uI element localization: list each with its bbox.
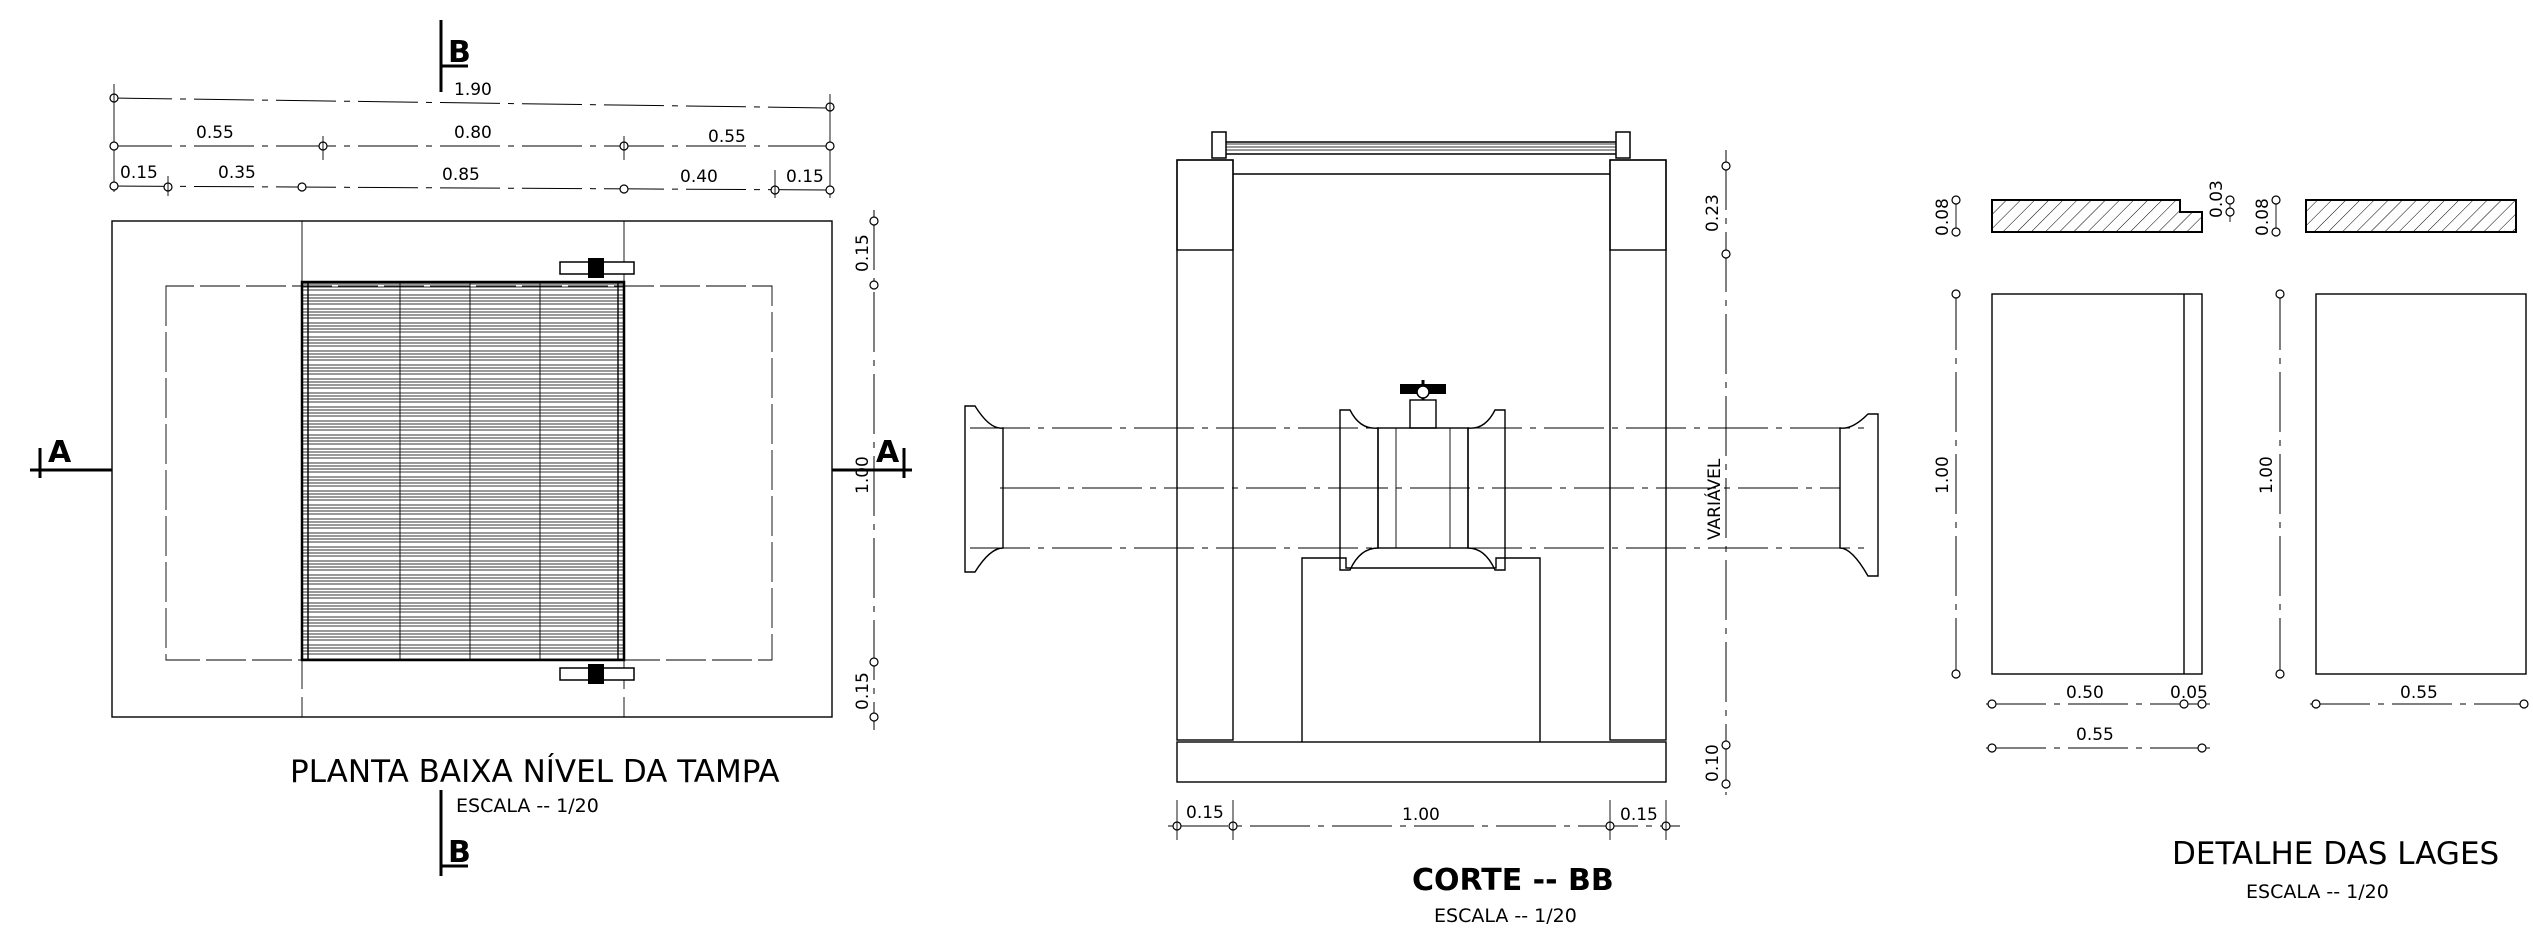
detail-scale: ESCALA -- 1/20 [2246,881,2389,903]
dim-right-mid: 1.00 [853,456,873,494]
dim-slab1-w2: 0.05 [2170,683,2208,703]
hinge-top [559,258,635,278]
plan-title: PLANTA BAIXA NÍVEL DA TAMPA [290,754,780,790]
section-a-left-label: A [48,435,72,470]
dim-total-width: 1.90 [454,80,492,100]
dim-row3-d: 0.40 [680,167,718,187]
plan-right-dimensions: 0.15 1.00 0.15 [853,210,879,730]
dim-slab2-notch: 0.03 [2207,180,2227,218]
gate-valve [1339,380,1506,571]
section-right-dimensions: 0.23 VARIÁVEL 0.10 [1703,150,1731,795]
dim-slab1-total: 0.55 [2076,725,2114,745]
dim-section-mid: 1.00 [1402,805,1440,825]
dim-row2-a: 0.55 [196,123,234,143]
dim-slab1-w1: 0.50 [2066,683,2104,703]
valve-support-block [1301,557,1541,742]
dim-slab2-thick: 0.08 [2253,198,2273,236]
dim-section-left: 0.15 [1186,803,1224,823]
section-title: CORTE -- BB [1412,863,1614,898]
section-scale: ESCALA -- 1/20 [1434,905,1577,927]
dim-row3-c: 0.85 [442,165,480,185]
slab-2-profile [2305,199,2517,233]
dim-slab2-w: 0.55 [2400,683,2438,703]
right-wall [1609,159,1667,741]
base-slab [1176,741,1667,783]
slab-detail: 0.08 1.00 0.50 0.05 0.55 0.03 0.08 1.00 … [1933,180,2529,903]
section-bottom-dimensions: 0.15 1.00 0.15 [1168,800,1680,840]
section-b-top-label: B [448,35,471,70]
dim-section-bottom: 0.10 [1703,744,1723,782]
section-view: 0.23 VARIÁVEL 0.10 0.15 1.00 0.15 CORTE … [964,131,1879,927]
detail-title: DETALHE DAS LAGES [2172,836,2499,872]
top-grate [1215,141,1623,155]
dim-right-bottom: 0.15 [853,672,873,710]
dim-section-variable: VARIÁVEL [1703,458,1725,540]
dim-row3-e: 0.15 [786,167,824,187]
dim-section-top: 0.23 [1703,194,1723,232]
left-pipe-flange [964,405,1004,573]
dim-row3-b: 0.35 [218,163,256,183]
section-b-bottom-label: B [448,835,471,870]
slab-2-plan [2315,293,2527,675]
dim-right-top: 0.15 [853,234,873,272]
hinge-bottom [559,664,635,684]
dim-slab1-height: 1.00 [1933,456,1953,494]
slab-1-profile [1991,199,2203,233]
slab-1-plan [1991,293,2203,675]
dim-slab2-height: 1.00 [2257,456,2277,494]
dim-row2-b: 0.80 [454,123,492,143]
grate-cover [300,280,626,662]
dim-section-right: 0.15 [1620,805,1658,825]
plan-top-dimensions: 1.90 0.55 0.80 0.55 0.15 0.35 0.85 0.40 … [109,80,835,198]
dim-slab1-thick: 0.08 [1933,198,1953,236]
left-wall [1176,159,1234,741]
right-pipe-flange [1839,413,1879,577]
plan-view: B 1.90 0.55 0.80 0.55 0.15 0.35 0.85 0.4… [30,20,912,876]
plan-scale: ESCALA -- 1/20 [456,795,599,817]
dim-row2-c: 0.55 [708,127,746,147]
dim-row3-a: 0.15 [120,163,158,183]
section-a-right-label: A [876,435,900,470]
